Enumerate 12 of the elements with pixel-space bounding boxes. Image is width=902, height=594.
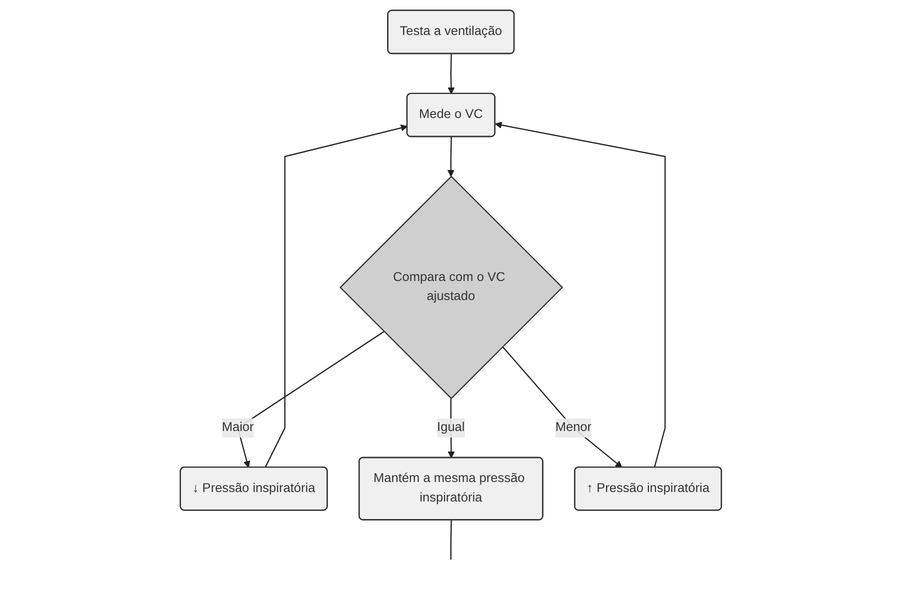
connector <box>450 520 452 560</box>
arrow <box>502 346 622 468</box>
edge-label: Igual <box>437 420 465 434</box>
arrow <box>237 331 384 468</box>
edge-label: Maior <box>222 420 254 434</box>
arrow <box>264 124 408 468</box>
edge-label: Menor <box>555 420 592 434</box>
flowchart: Maior Igual Menor Testa a ventilação Mede o VC Compara com o VC ajustado ↓ Pressão inspiratória Mantém a mesma pressão inspiratória ↑ Pressão inspiratória <box>174 4 728 590</box>
arrow <box>448 54 455 94</box>
node-diamond <box>340 176 564 400</box>
arrow <box>495 122 666 468</box>
arrow <box>447 136 455 177</box>
